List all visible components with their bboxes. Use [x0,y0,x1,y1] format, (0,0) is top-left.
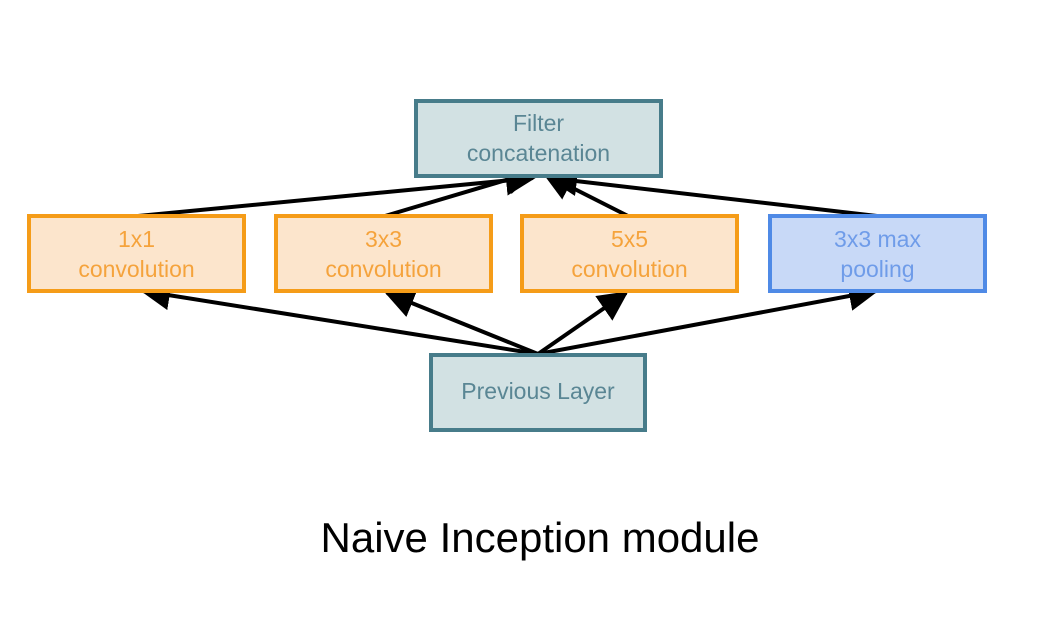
arrow-previous-to-conv1x1 [140,280,539,356]
previous-layer-label: Previous Layer [461,378,615,404]
arrow-previous-to-conv5x5 [536,291,629,356]
filter-concatenation-node: Filter concatenation [414,99,663,178]
conv5x5-node: 5x5 convolution [520,214,739,293]
conv3x3-node: 3x3 convolution [274,214,493,293]
conv5x5-label-line1: 5x5 [611,226,648,252]
maxpool3x3-node: 3x3 max pooling [768,214,987,293]
diagram-caption: Naive Inception module [321,514,760,561]
conv1x1-label-line2: convolution [78,256,194,282]
conv3x3-label-line1: 3x3 [365,226,402,252]
arrow-previous-to-maxpool [537,281,879,356]
conv5x5-label-line2: convolution [571,256,687,282]
previous-layer-node: Previous Layer [429,353,647,432]
arrow-conv1x1-to-concat [137,165,536,218]
arrow-maxpool-to-concat [547,166,878,218]
maxpool3x3-label-line1: 3x3 max [834,226,921,252]
filter-concatenation-label-line1: Filter [513,110,564,136]
arrow-previous-to-conv3x3 [384,289,539,356]
arrow-conv3x3-to-concat [384,165,536,218]
filter-concatenation-label-line2: concatenation [467,140,610,166]
conv1x1-node: 1x1 convolution [27,214,246,293]
conv1x1-label-line1: 1x1 [118,226,155,252]
maxpool3x3-label-line2: pooling [840,256,914,282]
conv3x3-label-line2: convolution [325,256,441,282]
